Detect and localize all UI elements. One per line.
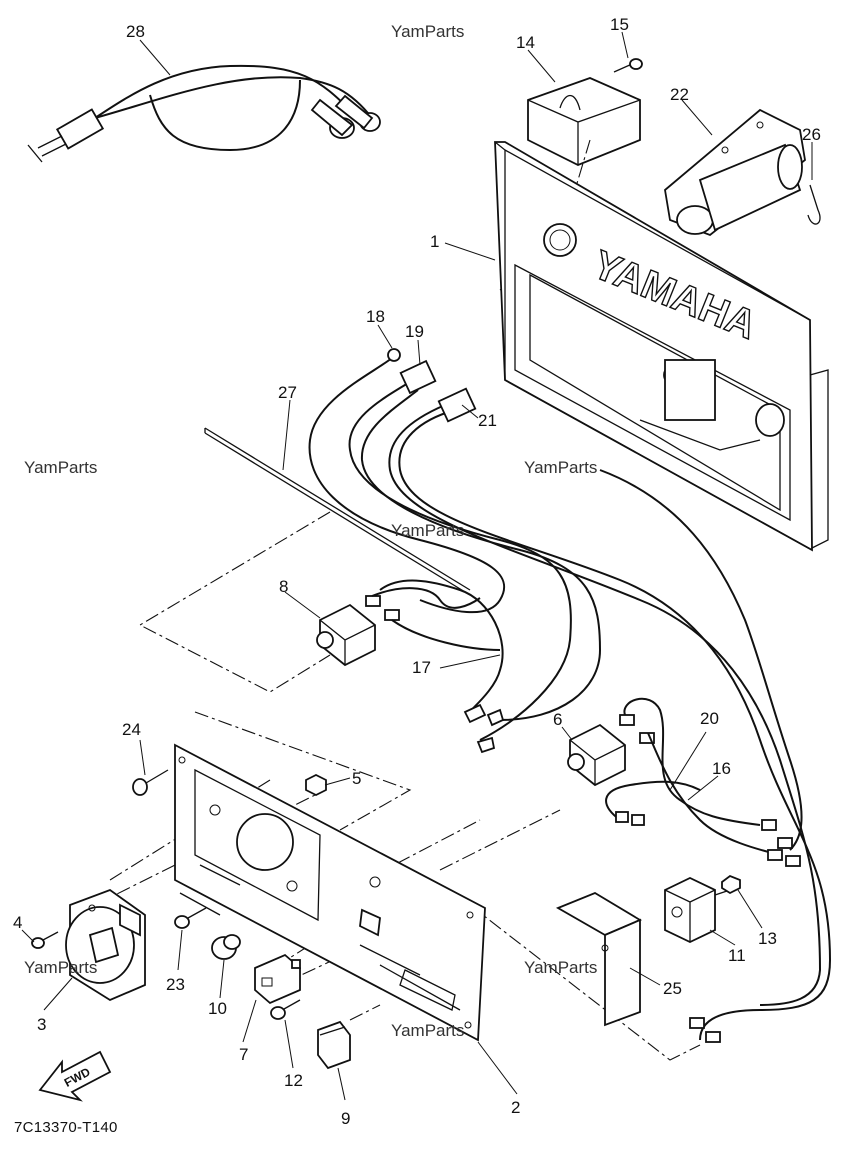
connector-ends	[689, 1017, 721, 1043]
callout-16: 16	[712, 759, 731, 778]
screw-part-12	[270, 999, 301, 1020]
callout-2: 2	[511, 1098, 520, 1117]
screw-part-24	[132, 769, 169, 796]
cap-part-10	[211, 934, 241, 960]
watermark-bottom: YamParts	[391, 1021, 465, 1040]
front-panel-part-1: YAMAHA	[494, 141, 829, 552]
fwd-arrow-icon: FWD	[38, 1050, 112, 1102]
callout-19: 19	[405, 322, 424, 341]
callout-17: 17	[412, 658, 431, 677]
callout-28: 28	[126, 22, 145, 41]
callout-13: 13	[758, 929, 777, 948]
callout-1: 1	[430, 232, 439, 251]
watermark-right-low: YamParts	[524, 958, 598, 977]
wire-harness	[308, 348, 832, 1041]
callout-22: 22	[670, 85, 689, 104]
switch-part-8	[316, 587, 501, 667]
callout-24: 24	[122, 720, 141, 739]
watermark-center: YamParts	[391, 521, 465, 540]
callout-9: 9	[341, 1109, 350, 1128]
screw-part-23	[174, 907, 207, 929]
callout-5: 5	[352, 769, 361, 788]
callout-23: 23	[166, 975, 185, 994]
callout-3: 3	[37, 1015, 46, 1034]
rocker-switch-part-9	[317, 1020, 351, 1070]
callout-6: 6	[553, 710, 562, 729]
screw-part-4	[31, 931, 59, 949]
callout-18: 18	[366, 307, 385, 326]
callout-15: 15	[610, 15, 629, 34]
watermark-left-mid: YamParts	[24, 458, 98, 477]
callout-14: 14	[516, 33, 535, 52]
rod-part-27	[204, 427, 471, 596]
power-cord-part-28	[27, 64, 381, 163]
callout-7: 7	[239, 1045, 248, 1064]
nut-part-5	[305, 773, 327, 797]
control-plate-part-2	[174, 743, 486, 1042]
component-part-22	[664, 108, 806, 237]
screw-part-15	[613, 58, 643, 73]
callout-labels: 28 14 15 22 26 1 18 19 27 21 8 17 6 20 1…	[13, 15, 821, 1128]
callout-21: 21	[478, 411, 497, 430]
callout-12: 12	[284, 1071, 303, 1090]
bracket-part-25	[555, 891, 642, 1027]
callout-25: 25	[663, 979, 682, 998]
watermark-top: YamParts	[391, 22, 465, 41]
callout-20: 20	[700, 709, 719, 728]
callout-4: 4	[13, 913, 22, 932]
rectifier-part-11	[664, 877, 731, 943]
callout-8: 8	[279, 577, 288, 596]
watermark-right-mid: YamParts	[524, 458, 598, 477]
switch-part-6	[567, 697, 801, 867]
watermark-left-low: YamParts	[24, 958, 98, 977]
callout-26: 26	[802, 125, 821, 144]
leader-lines	[21, 31, 813, 1101]
callout-11: 11	[728, 946, 746, 965]
diagram-code: 7C13370-T140	[14, 1119, 118, 1136]
clip-part-26	[807, 184, 821, 225]
callout-10: 10	[208, 999, 227, 1018]
nut-part-13	[721, 874, 741, 895]
outlet-part-7	[254, 953, 301, 1005]
callout-27: 27	[278, 383, 297, 402]
receptacle-part-3	[65, 888, 146, 1002]
